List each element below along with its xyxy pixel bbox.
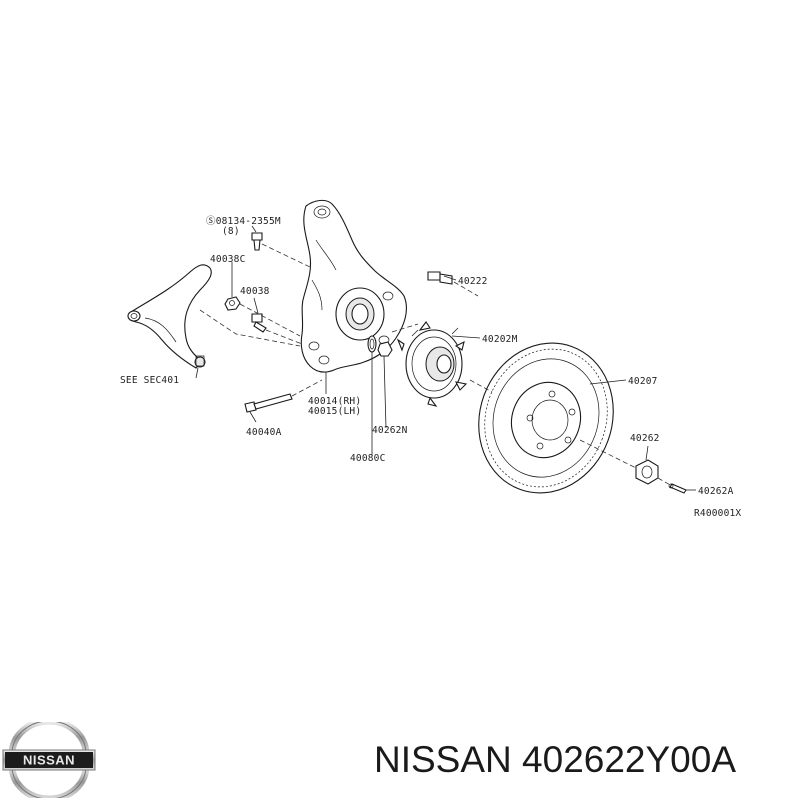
label-40038c: 40038C xyxy=(210,254,246,265)
label-40202m: 40202M xyxy=(482,334,518,345)
label-40262a: 40262A xyxy=(698,486,734,497)
bolt-40040a xyxy=(244,393,293,413)
nut-40262n xyxy=(377,341,393,357)
steering-knuckle xyxy=(300,199,407,373)
label-40040a: 40040A xyxy=(246,427,282,438)
bolt-40222 xyxy=(427,271,453,285)
logo-wordmark: NISSAN xyxy=(23,753,75,768)
wheel-hub xyxy=(396,321,468,407)
leader-lines xyxy=(195,225,696,491)
label-40014-rh: 40014(RH) xyxy=(308,396,361,407)
bolt-40038 xyxy=(251,313,267,333)
label-40207: 40207 xyxy=(628,376,658,387)
label-40015-lh: 40015(LH) xyxy=(308,406,361,417)
bolt-08134 xyxy=(251,232,263,251)
label-see-sec401: SEE SEC401 xyxy=(120,375,179,386)
label-40262n: 40262N xyxy=(372,425,408,436)
nissan-logo: NISSAN xyxy=(2,722,96,798)
callout-labels: Ⓢ08134-2355M (8) 40038C 40038 SEE SEC401… xyxy=(120,216,741,519)
label-reference-code: R400001X xyxy=(694,508,741,519)
label-40222: 40222 xyxy=(458,276,488,287)
snap-ring-40080c xyxy=(367,335,377,353)
label-40080c: 40080C xyxy=(350,453,386,464)
label-bolt-spec: Ⓢ08134-2355M xyxy=(206,216,281,227)
nut-40038c xyxy=(224,296,241,311)
label-bolt-qty: (8) xyxy=(222,226,240,237)
lower-control-arm xyxy=(127,264,212,369)
hub-nut-40262 xyxy=(635,459,659,485)
label-40262: 40262 xyxy=(630,433,660,444)
cotter-pin-40262a xyxy=(668,483,687,494)
label-40038: 40038 xyxy=(240,286,270,297)
part-number-title: NISSAN 402622Y00A xyxy=(374,739,737,780)
brake-rotor xyxy=(478,342,614,494)
assembly-lines xyxy=(199,243,673,487)
